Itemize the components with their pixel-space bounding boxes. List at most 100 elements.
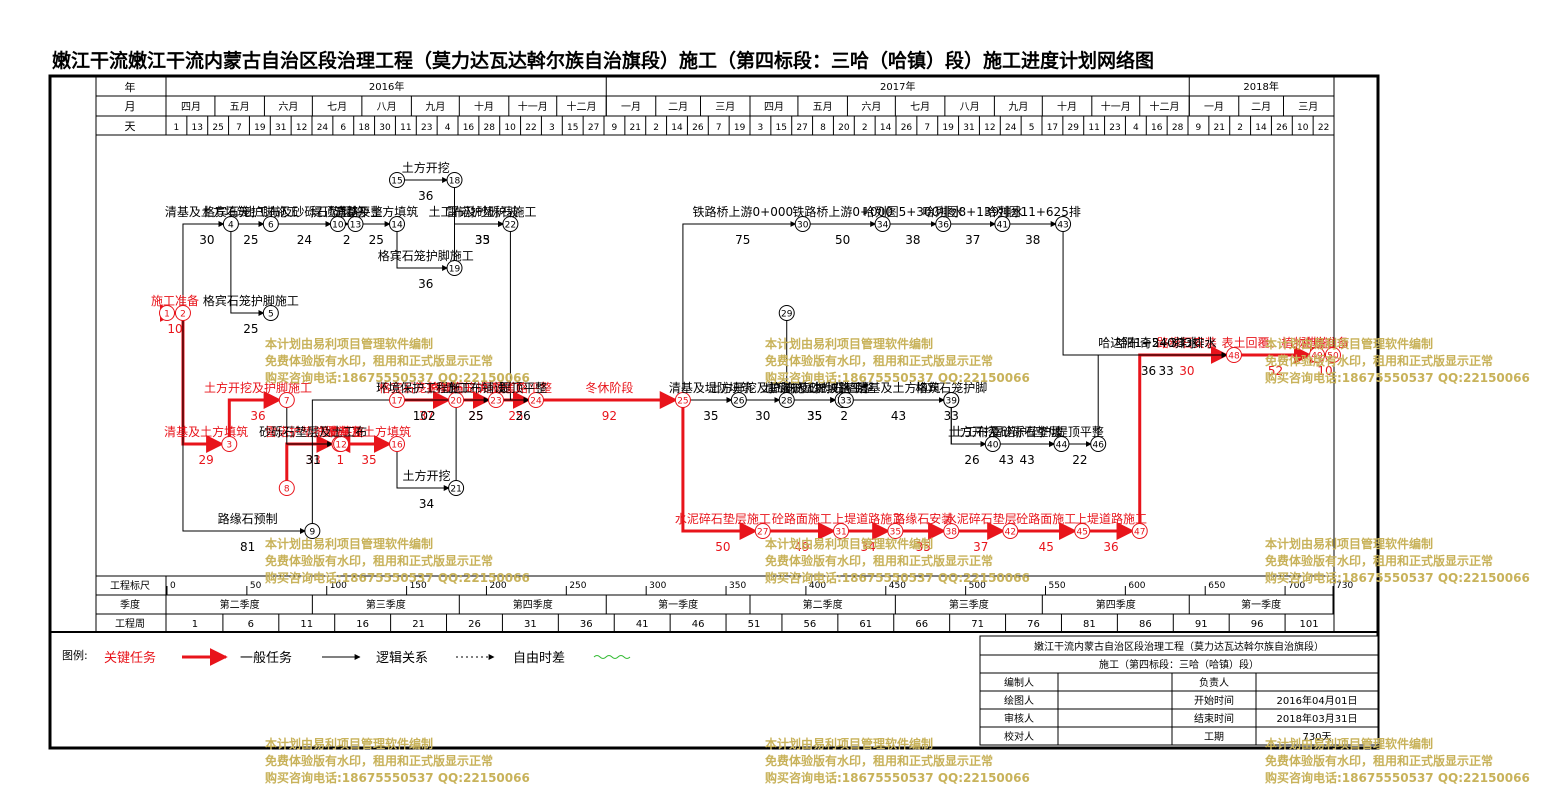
- day-label: 31: [963, 123, 974, 133]
- day-label: 21: [1214, 123, 1225, 133]
- scale-value: 50: [250, 581, 262, 591]
- task-duration: 30: [755, 409, 770, 423]
- critical-task-name: 格宾石笼护脚施工: [379, 380, 475, 395]
- node-number: 22: [505, 221, 516, 231]
- node-number: 17: [391, 397, 402, 407]
- day-label: 27: [796, 123, 807, 133]
- task-duration: 25: [243, 322, 258, 336]
- task-name: 雷诺护垫护坡施工: [767, 380, 863, 395]
- info-section: 施工（第四标段：三哈（哈镇）段）: [1099, 658, 1259, 671]
- watermark: 本计划由易利项目管理软件编制免费体验版有水印，租用和正式版显示正常购买咨询电话:…: [265, 536, 530, 587]
- watermark-line: 本计划由易利项目管理软件编制: [265, 537, 434, 551]
- legend-general-label: 一般任务: [240, 650, 292, 666]
- task-name: 土工布及砂砾石垫层施: [244, 204, 364, 219]
- network-node: [994, 216, 1011, 232]
- node-number: 6: [268, 221, 274, 231]
- day-label: 26: [692, 123, 704, 133]
- month-label: 七月: [910, 101, 930, 113]
- info-cell: 730天: [1302, 732, 1331, 743]
- node-number: 25: [677, 397, 688, 407]
- network-node: [159, 305, 175, 321]
- task-arrow: [396, 451, 450, 491]
- network-node: [1325, 347, 1341, 363]
- scale-value: 100: [330, 581, 347, 591]
- task-arrow: [230, 231, 265, 316]
- info-project: 嫩江干流内蒙古自治区段治理工程（莫力达瓦达斡尔族自治旗段）: [1034, 640, 1324, 653]
- node-number: 12: [335, 441, 346, 451]
- critical-task-name: 路缘石安装: [1157, 335, 1217, 350]
- node-number: 9: [309, 528, 315, 538]
- node-number: 24: [530, 397, 542, 407]
- day-label: 28: [484, 123, 496, 133]
- month-label: 六月: [278, 101, 298, 113]
- task-duration: 30: [199, 233, 214, 247]
- week-label: 41: [636, 619, 649, 630]
- month-label: 三月: [715, 101, 735, 113]
- week-label: 86: [1139, 619, 1152, 630]
- day-label: 6: [340, 123, 346, 133]
- node-number: 21: [450, 485, 461, 495]
- network-node: [887, 523, 904, 539]
- watermark: 本计划由易利项目管理软件编制免费体验版有水印，租用和正式版显示正常购买咨询电话:…: [1265, 536, 1530, 587]
- task-name: 铁路桥上游0+000: [792, 204, 893, 219]
- day-label: 13: [192, 123, 203, 133]
- scale-value: 150: [410, 581, 427, 591]
- legend-float-label: 自由时差: [513, 651, 565, 666]
- critical-task-duration: 1: [336, 453, 344, 467]
- task-duration: 33: [1158, 364, 1173, 378]
- task-arrow: [454, 221, 505, 261]
- day-label: 12: [296, 123, 307, 133]
- task-name: 格宾石笼护脚施工: [203, 204, 299, 219]
- quarter-label: 第四季度: [1096, 598, 1136, 611]
- task-duration: 2: [840, 409, 848, 423]
- task-name: 土方开挖及护脚施工: [709, 380, 817, 395]
- task-duration: 43: [1019, 453, 1034, 467]
- critical-task-name: 上堤道路施工: [832, 511, 904, 526]
- task-name: 哈列图11+625排: [985, 205, 1081, 219]
- watermark: 本计划由易利项目管理软件编制免费体验版有水印，租用和正式版显示正常购买咨询电话:…: [765, 736, 1030, 787]
- critical-task-duration: 37: [419, 409, 434, 423]
- day-label: 18: [358, 123, 370, 133]
- quarter-label: 第四季度: [513, 598, 553, 611]
- watermark-line: 免费体验版有水印，租用和正式版显示正常: [265, 754, 494, 768]
- scale-value: 250: [569, 581, 586, 591]
- node-number: 14: [391, 221, 403, 231]
- network-node: [935, 216, 952, 232]
- day-label: 19: [942, 123, 954, 133]
- month-label: 一月: [1204, 101, 1224, 113]
- task-duration: 34: [419, 497, 434, 511]
- critical-task-name: 土方开挖及护脚施工: [204, 380, 312, 395]
- network-node: [174, 305, 191, 321]
- week-label: 76: [1027, 619, 1040, 630]
- watermark-line: 本计划由易利项目管理软件编制: [265, 337, 434, 351]
- task-name: 土方开挖: [948, 424, 996, 439]
- month-row-label: 月: [125, 100, 136, 113]
- task-name: 雷诺护垫护坡: [991, 424, 1063, 439]
- critical-task-duration: 29: [198, 453, 213, 467]
- node-number: 30: [797, 221, 809, 231]
- network-node: [874, 216, 891, 232]
- watermark: 本计划由易利项目管理软件编制免费体验版有水印，租用和正式版显示正常购买咨询电话:…: [265, 336, 530, 387]
- node-number: 50: [1327, 352, 1339, 362]
- task-name: 格宾石笼护脚施工: [378, 248, 474, 263]
- day-label: 14: [1255, 123, 1267, 133]
- day-label: 17: [1047, 123, 1058, 133]
- watermark: 本计划由易利项目管理软件编制免费体验版有水印，租用和正式版显示正常购买咨询电话:…: [765, 336, 1030, 387]
- month-label: 四月: [181, 101, 201, 113]
- task-name: 哈列图5+300排水: [863, 205, 964, 219]
- network-node: [984, 436, 1001, 452]
- node-number: 27: [757, 528, 768, 538]
- day-label: 26: [1276, 123, 1288, 133]
- task-name: 铁路桥上游0+000: [693, 204, 794, 219]
- critical-task-arrow: [227, 391, 282, 437]
- network-node: [943, 523, 960, 539]
- node-number: 36: [938, 221, 950, 231]
- task-name: 哈达阳1+240排水: [1098, 336, 1199, 350]
- task-name: 堤顶平整: [499, 380, 547, 395]
- node-number: 3: [226, 441, 232, 451]
- task-name: 堤顶道路平整: [311, 204, 383, 219]
- task-name: 土工布及砂砾石垫层: [761, 380, 869, 395]
- task-name: 清基及堤防填筑: [669, 380, 753, 395]
- year-row-label: 年: [125, 80, 136, 94]
- network-node: [833, 523, 850, 539]
